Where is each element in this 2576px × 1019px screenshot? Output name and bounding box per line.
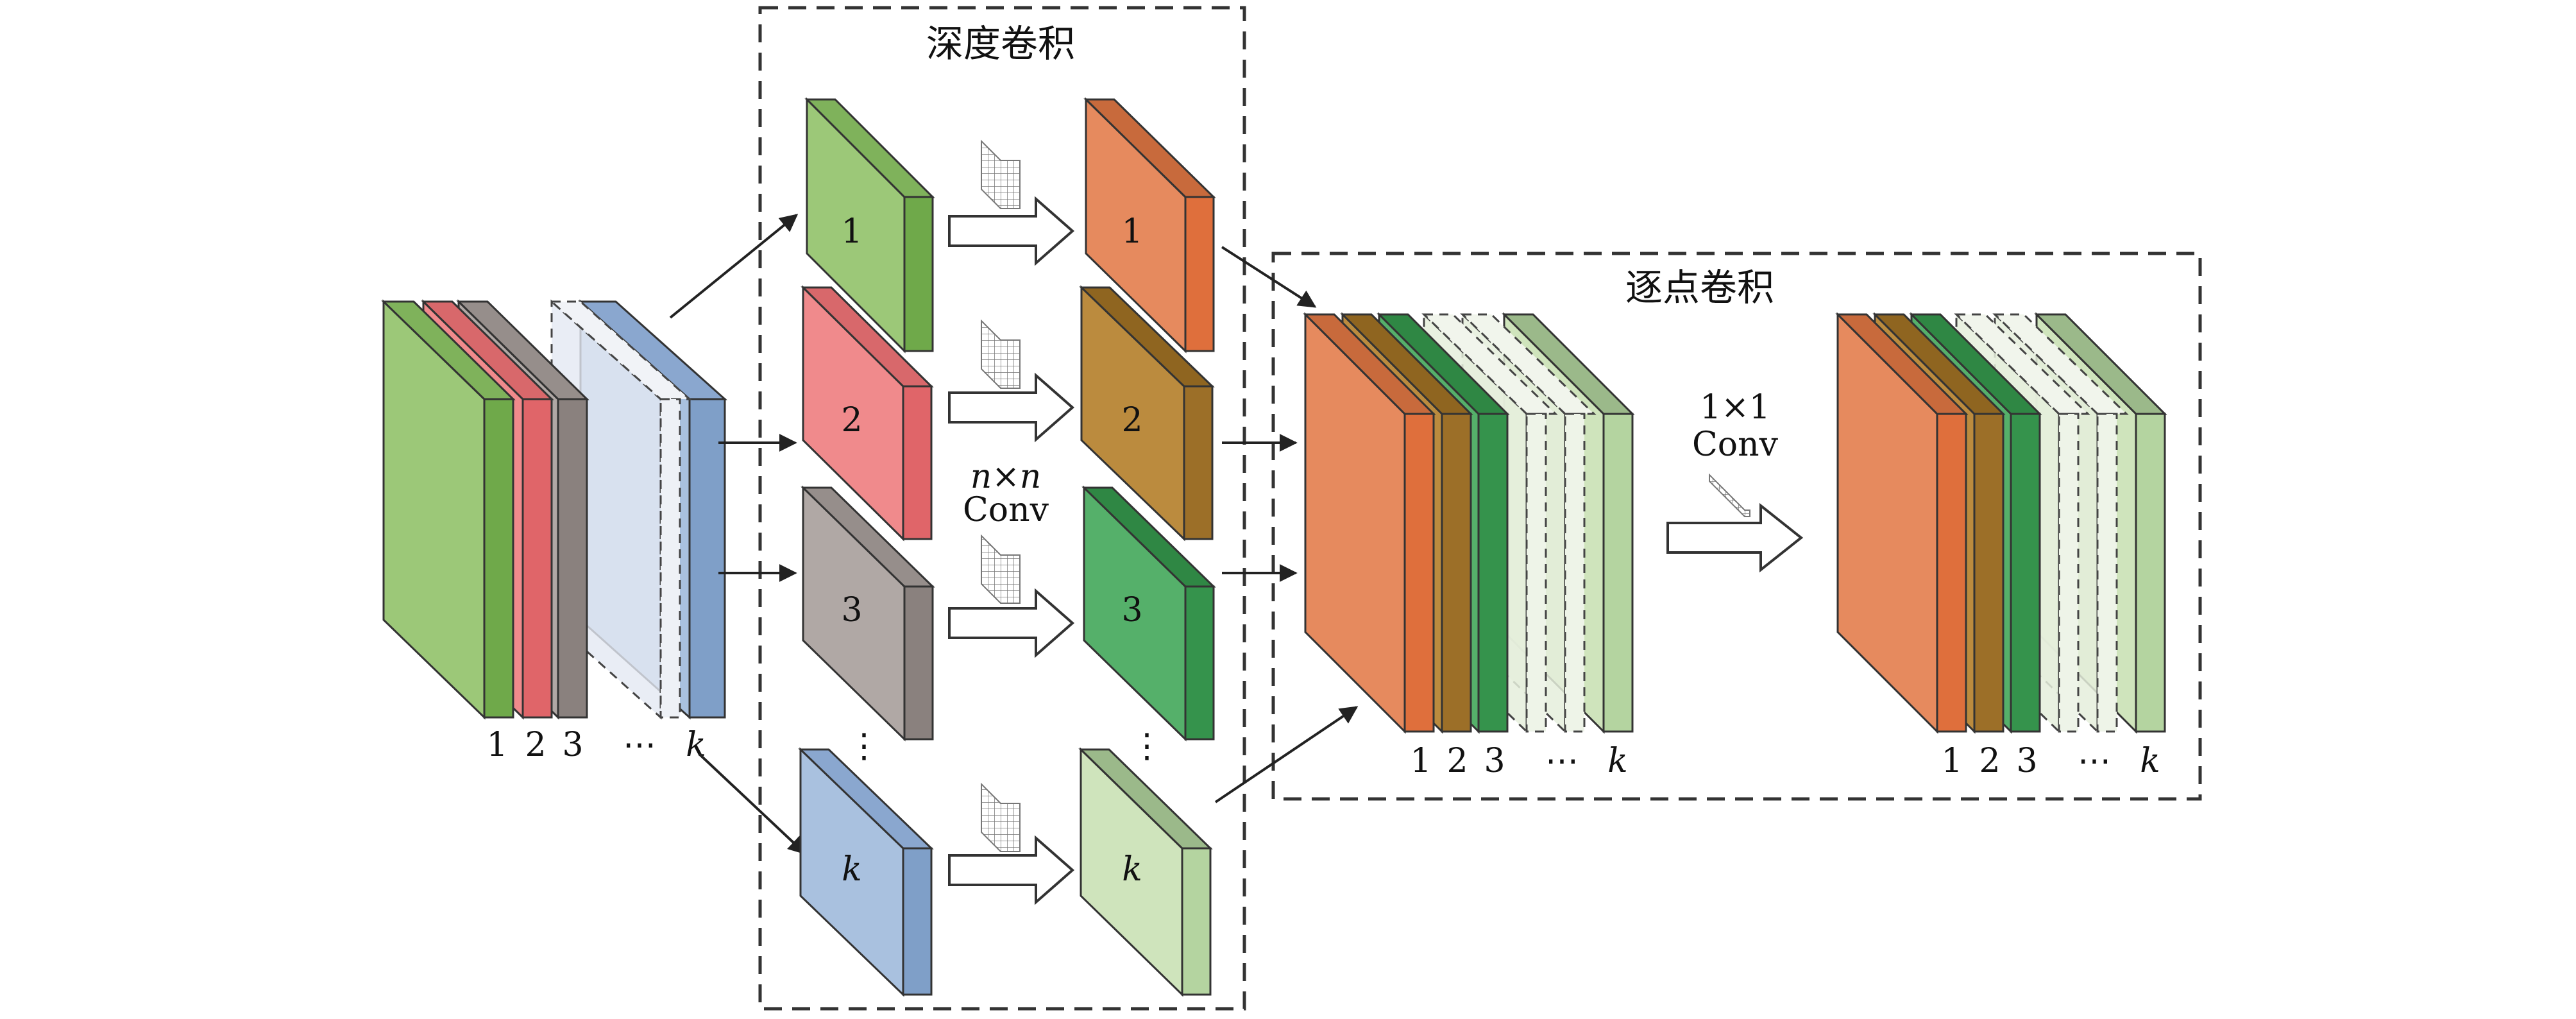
depthwise-conv-title: 深度卷积	[926, 22, 1075, 65]
concat-channel-label-1: 1	[1410, 742, 1431, 780]
depthwise-output-slice-k: k	[1078, 747, 1213, 997]
kernel-grid-icon	[981, 534, 1021, 604]
block-arrow-icon	[948, 196, 1075, 266]
depthwise-output-label-3: 3	[1121, 591, 1142, 629]
kernel-1x1-icon	[1709, 473, 1750, 517]
nxn-conv-label-line2: Conv	[963, 491, 1049, 529]
depthwise-input-slice-k: k	[798, 747, 934, 997]
depthwise-input-ellipsis: ⋮	[847, 727, 881, 766]
concatenated-feature-map-stack	[1303, 312, 1635, 734]
pointwise-conv-box	[1271, 252, 2202, 801]
concat-channel-label-2: 2	[1446, 742, 1468, 780]
depthwise-input-label-1: 1	[841, 212, 862, 251]
output-channel-label-1: 1	[1941, 742, 1962, 780]
merge-arrows	[1214, 246, 1359, 803]
input-split-arrows	[669, 214, 807, 855]
depthwise-output-slice-1: 1	[1083, 97, 1216, 354]
kernel-grid-icon	[981, 139, 1021, 209]
input-channel-label-1: 1	[486, 726, 507, 764]
depthwise-input-label-2: 2	[841, 401, 862, 440]
kernel-grid-icon	[981, 782, 1021, 852]
depthwise-input-label-3: 3	[841, 591, 862, 629]
kernel-grid-icon	[981, 319, 1021, 389]
depthwise-input-slice-2: 2	[801, 285, 934, 542]
concat-channel-label-k: k	[1607, 742, 1628, 780]
output-channel-label-2: 2	[1979, 742, 2000, 780]
concat-channel-label-3: 3	[1484, 742, 1505, 780]
depthwise-input-label-k: k	[842, 850, 862, 889]
depthwise-output-label-2: 2	[1121, 401, 1142, 440]
concatenated-channel-labels: 1 2 3 ⋯ k	[1410, 742, 1627, 780]
input-feature-map-stack	[381, 299, 727, 720]
input-channel-label-2: 2	[525, 726, 546, 764]
depthwise-input-slice-1: 1	[804, 97, 935, 354]
input-channel-label-3: 3	[562, 726, 583, 764]
input-channel-labels: 1 2 3 ⋯ k	[486, 726, 706, 764]
depthwise-output-slice-3: 3	[1081, 485, 1216, 742]
input-channel-label-dots: ⋯	[623, 726, 656, 764]
depthwise-conv-box	[758, 6, 1246, 1011]
block-arrow-icon	[948, 588, 1075, 658]
output-feature-map-stack	[1835, 312, 2167, 734]
depthwise-output-label-1: 1	[1121, 212, 1142, 251]
block-arrow-icon	[948, 835, 1075, 905]
block-arrow-icon	[948, 372, 1075, 443]
concat-channel-label-dots: ⋯	[1545, 742, 1579, 780]
nxn-kernels	[981, 139, 1021, 852]
depthwise-output-slice-2: 2	[1079, 285, 1215, 542]
output-channel-label-k: k	[2140, 742, 2160, 780]
output-channel-label-3: 3	[2016, 742, 2037, 780]
output-channel-labels: 1 2 3 ⋯ k	[1941, 742, 2160, 780]
nxn-conv-label-line1: n×n	[970, 458, 1042, 496]
depthwise-output-label-k: k	[1122, 850, 1142, 889]
pointwise-conv-title: 逐点卷积	[1625, 266, 1774, 309]
depthwise-block-arrows	[948, 196, 1075, 905]
depthwise-input-slice-3: 3	[801, 485, 935, 742]
one-by-one-conv-label-line1: 1×1	[1700, 388, 1770, 427]
output-channel-label-dots: ⋯	[2078, 742, 2111, 780]
block-arrow-icon	[1666, 502, 1804, 573]
one-by-one-conv-label-line2: Conv	[1692, 425, 1779, 464]
depthwise-output-ellipsis: ⋮	[1130, 727, 1164, 766]
